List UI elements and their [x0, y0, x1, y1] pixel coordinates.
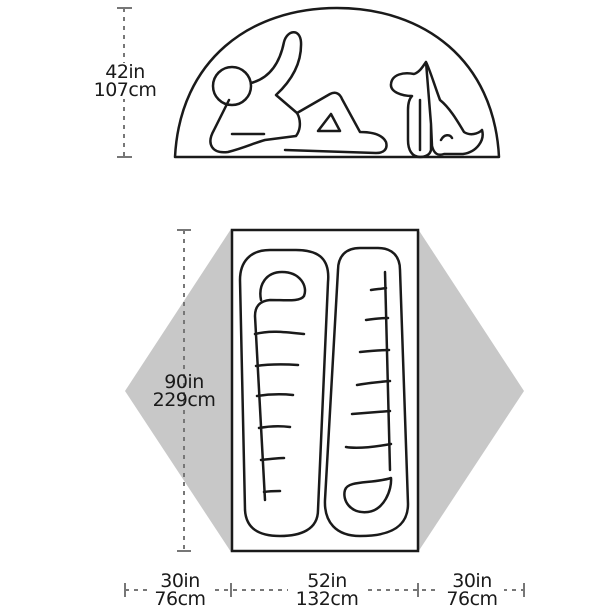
- width-right-in: 30in: [452, 570, 492, 592]
- width-label-center: 52in 132cm: [288, 570, 366, 610]
- height-label: 42in 107cm: [88, 61, 162, 101]
- width-right-cm: 76cm: [446, 588, 498, 610]
- width-center-in: 52in: [307, 570, 347, 592]
- height-in: 42in: [105, 61, 145, 83]
- width-center-cm: 132cm: [295, 588, 359, 610]
- width-left-in: 30in: [160, 570, 200, 592]
- width-label-left: 30in 76cm: [148, 570, 212, 610]
- sleeping-bag-left: [238, 248, 330, 538]
- length-label: 90in 229cm: [148, 371, 220, 411]
- sleeping-bag-right: [323, 246, 410, 538]
- tent-side-profile: [173, 6, 501, 159]
- sleeping-bags: [238, 246, 410, 538]
- width-left-cm: 76cm: [154, 588, 206, 610]
- dog-figure: [389, 60, 484, 159]
- person-figure: [209, 31, 388, 155]
- right-vestibule: [418, 229, 524, 552]
- height-cm: 107cm: [93, 79, 157, 101]
- length-cm: 229cm: [152, 389, 216, 411]
- width-label-right: 30in 76cm: [440, 570, 504, 610]
- left-vestibule: [125, 229, 231, 552]
- length-in: 90in: [164, 371, 204, 393]
- length-dimension-line: [177, 229, 191, 552]
